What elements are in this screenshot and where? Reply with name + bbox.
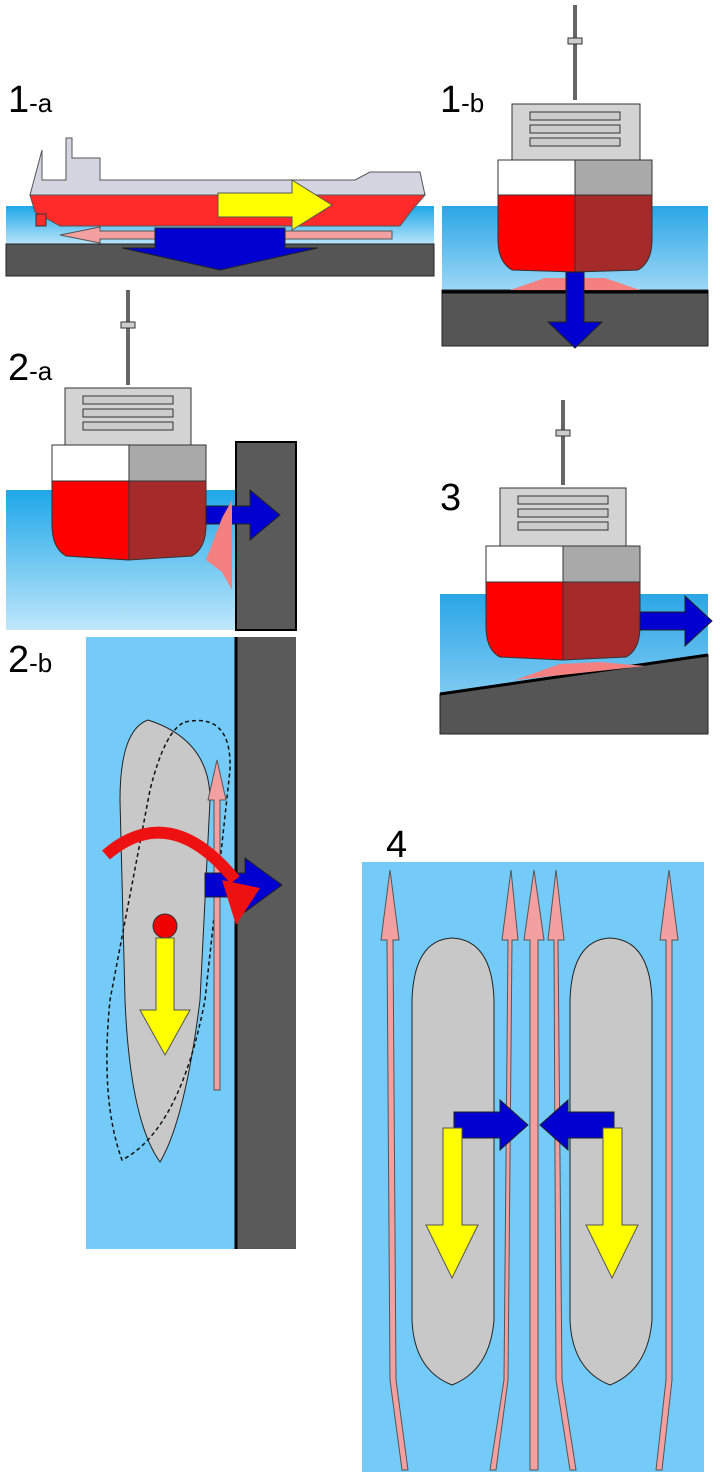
panel-2b: 2-b [8,637,296,1249]
panel-2a-label: 2-a [8,347,53,389]
pink-flow-arrows [380,869,679,1471]
rotation-arrow-icon [102,826,240,884]
panel-1a: 1-a [5,79,435,277]
blue-heel-arrow [639,594,713,648]
ship-front-view-icon [51,290,207,561]
yellow-force-arrow [217,179,333,231]
pink-flow-arrow [207,759,227,1091]
quay-wall-2b [236,637,296,1249]
panel-2a: 2-a [6,290,297,631]
pink-pressure-wedge [206,500,232,590]
blue-squat-arrow [546,271,604,349]
panel-3: 3 [439,400,713,735]
panel-4-label: 4 [386,824,407,866]
center-of-gravity-dot-icon [152,913,178,939]
ship-front-view-icon [485,400,641,661]
panel-2b-label: 2-b [8,639,52,681]
panel-4: 4 [362,824,704,1472]
yellow-force-arrow-left [425,1127,479,1280]
rotation-arrowhead [222,880,260,925]
blue-bank-suction-arrow [205,488,281,542]
quay-wall-2a [235,441,297,631]
panel-1b: 1-b [440,5,709,349]
yawed-ship-outline [106,719,231,1162]
panel-1b-label: 1-b [440,79,484,121]
pink-pressure-wedge [515,662,645,680]
yellow-force-arrow [139,937,191,1057]
blue-suction-arrow [121,227,319,271]
ship-front-view-icon [497,5,653,273]
yellow-force-arrow-right [585,1127,639,1280]
panel-1a-label: 1-a [8,79,53,121]
panel-3-label: 3 [440,477,461,519]
